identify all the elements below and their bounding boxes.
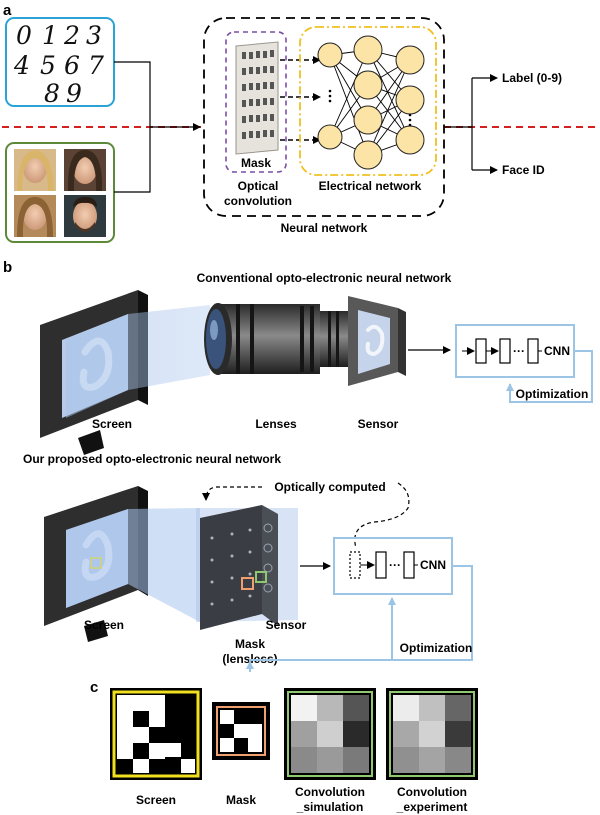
sensor-label: Sensor [358, 417, 399, 431]
neuron [317, 124, 343, 150]
proposed-title: Our proposed opto-electronic neural netw… [23, 452, 281, 466]
digit: 6 [64, 51, 80, 80]
panel-b-label: b [3, 259, 12, 276]
sensor-label-proposed: Sensor [266, 618, 307, 632]
ellipsis-dot [408, 118, 412, 122]
c-mask-label: Mask [226, 793, 256, 807]
screen-label-proposed: Screen [84, 618, 124, 632]
neural-net-graph [317, 35, 425, 170]
neuron [395, 45, 425, 75]
face-image [14, 195, 56, 237]
light-beam [66, 305, 210, 418]
neuron [353, 35, 383, 65]
sensor-marker [255, 571, 267, 583]
electrical-network-label: Electrical network [319, 179, 422, 193]
lens-barrel [204, 303, 348, 375]
ellipsis-dot [408, 113, 412, 117]
neuron-connection [329, 54, 369, 156]
neuron [317, 42, 343, 68]
c-conv-exp-label2: _experiment [396, 800, 468, 814]
sensor [348, 296, 406, 386]
panel-a-label: a [3, 2, 12, 19]
neuron [395, 85, 425, 115]
digit: 1 [42, 21, 58, 50]
ellipsis-dot [328, 94, 332, 98]
cnn-layers [462, 338, 542, 364]
neuron [353, 140, 383, 170]
electrical-network-frame [299, 26, 437, 176]
digit: 2 [63, 21, 80, 50]
mask-marker [241, 577, 254, 590]
screen-label: Screen [92, 417, 132, 431]
mask-plate [235, 41, 279, 155]
output-label-digits: Label (0-9) [502, 71, 562, 85]
neural-network-frame [203, 17, 445, 217]
face-image [64, 149, 106, 191]
panel-c-label: c [90, 679, 98, 696]
neuron [353, 105, 383, 135]
digit: 4 [13, 51, 30, 80]
lenses-label: Lenses [255, 417, 297, 431]
digit: 7 [88, 51, 104, 80]
optimization-label-proposed: Optimization [400, 641, 473, 655]
neuron-connection [367, 49, 411, 141]
digit: 5 [40, 51, 56, 80]
neuron-connection [367, 59, 411, 156]
neuron [353, 70, 383, 100]
optical-convolution-label: convolution [224, 194, 292, 208]
mask-label: Mask [241, 156, 271, 170]
optimization-loop [506, 350, 593, 403]
light-beam [66, 508, 200, 622]
digit: 0 [16, 21, 32, 50]
digit: 9 [66, 79, 82, 108]
neuron-connection [329, 49, 369, 138]
cnn-label: CNN [544, 344, 570, 358]
output-label-face: Face ID [502, 163, 545, 177]
ellipsis-dot [328, 89, 332, 93]
digit: 8 [44, 79, 60, 108]
face-image [14, 149, 56, 191]
cnn-label-proposed: CNN [420, 558, 446, 572]
ellipsis-dot [328, 99, 332, 103]
mask-pattern [212, 702, 270, 760]
cnn-ellipsis: ··· [389, 558, 401, 572]
digits-row3: 8 9 [44, 79, 82, 108]
output-bracket [444, 78, 473, 170]
c-conv-sim-label2: _simulation [296, 800, 364, 814]
mask-sensor-block [200, 505, 278, 630]
neuron [395, 125, 425, 155]
cnn-ellipsis: ··· [513, 344, 525, 358]
optically-computed-arrow-left [202, 486, 262, 501]
conventional-title: Conventional opto-electronic neural netw… [197, 271, 452, 285]
digit: 3 [86, 21, 102, 50]
digits-row2: 4 5 6 7 [13, 51, 104, 80]
c-conv-sim-label: Convolution [295, 785, 365, 799]
mask-label-proposed: Mask [235, 637, 265, 651]
convolution-experiment-image [386, 688, 478, 780]
mask-frame [225, 31, 287, 173]
optical-label: Optical [238, 179, 279, 193]
c-conv-exp-label: Convolution [397, 785, 467, 799]
ellipsis-dot [408, 123, 412, 127]
optically-computed-label: Optically computed [274, 480, 385, 494]
optically-computed-curve [354, 482, 410, 549]
c-screen-label: Screen [136, 793, 176, 807]
screen-pattern [110, 688, 202, 780]
input-bracket [114, 61, 151, 193]
optimization-label: Optimization [516, 387, 589, 401]
face-image [64, 195, 106, 237]
digits-row1: 0 1 2 3 [16, 21, 102, 50]
convolution-simulation-image [284, 688, 376, 780]
cnn-layers [349, 551, 418, 579]
neural-network-label: Neural network [281, 221, 368, 235]
